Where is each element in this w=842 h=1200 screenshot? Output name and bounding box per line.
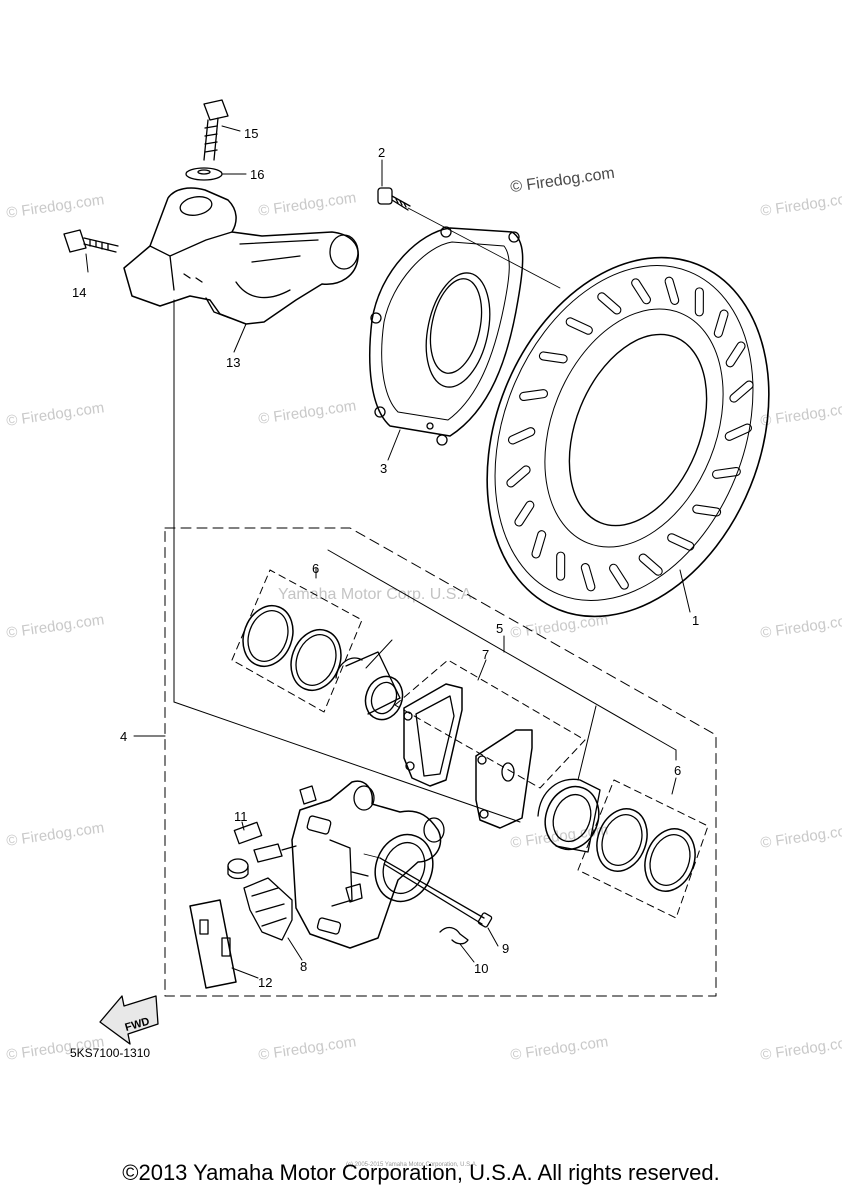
- caliper-bracket: [123, 187, 359, 325]
- disc-slot: [597, 292, 622, 315]
- callout-12: 12: [258, 975, 273, 990]
- callout-4: 4: [120, 729, 128, 744]
- disc-slot: [565, 317, 593, 335]
- seal-kit-outline-right: [577, 779, 709, 919]
- disc-slot: [664, 276, 680, 305]
- callout-5: 5: [496, 621, 504, 636]
- callout-14: 14: [72, 285, 87, 300]
- callout-13: 13: [226, 355, 241, 370]
- callout-7: 7: [482, 647, 490, 662]
- disc-slot: [694, 287, 704, 317]
- disc-slot: [538, 351, 568, 364]
- forward-arrow-icon: [99, 995, 159, 1045]
- callout-10: 10: [474, 961, 489, 976]
- callout-15: 15: [244, 126, 259, 141]
- disc-slot: [667, 533, 695, 551]
- caliper-body: [291, 780, 445, 949]
- copyright-notice: ©2013 Yamaha Motor Corporation, U.S.A. A…: [122, 1160, 720, 1185]
- disc-slot: [507, 427, 536, 445]
- callout-6-right: 6: [674, 763, 682, 778]
- pin-clip: [439, 926, 469, 945]
- disc-slot: [556, 551, 566, 581]
- callout-6-left: 6: [312, 561, 320, 576]
- disc-slot: [725, 341, 746, 368]
- part-code: 5KS7100-1310: [70, 1046, 151, 1060]
- disc-slot: [609, 563, 629, 590]
- pad-pin: [363, 853, 493, 928]
- caliper-assembly-outline: [164, 527, 717, 997]
- disc-slot: [631, 278, 651, 305]
- disc-slot: [580, 563, 596, 592]
- bleed-screw: [227, 821, 297, 880]
- callout-9: 9: [502, 941, 510, 956]
- fine-print: (c) 2005-2015 Yamaha Motor Corporation, …: [346, 1162, 478, 1168]
- disc-slot: [713, 309, 729, 338]
- disc-slot: [692, 504, 722, 517]
- pad-kit-outline: [394, 659, 586, 789]
- disc-bolt: [377, 187, 561, 289]
- disc-slot: [729, 380, 754, 403]
- leader-lines: [85, 125, 691, 979]
- piston-seal-right: [596, 808, 696, 892]
- piston-right: [537, 778, 601, 853]
- brake-pad-outer: [403, 683, 463, 787]
- brake-disc: [486, 256, 770, 618]
- disc-slot: [519, 389, 549, 401]
- disc-slot: [506, 465, 531, 488]
- bracket-bolt-14: [63, 229, 119, 253]
- callout-2: 2: [378, 145, 386, 160]
- disc-cover: [369, 226, 524, 446]
- disc-slot: [638, 553, 663, 576]
- bracket-bolt-15: [203, 99, 229, 161]
- disc-slot: [711, 467, 741, 479]
- pad-shim: [189, 899, 237, 989]
- callout-8: 8: [300, 959, 308, 974]
- pad-spring: [243, 877, 293, 941]
- callout-11: 11: [234, 809, 248, 824]
- callout-1: 1: [692, 613, 700, 628]
- disc-slot: [724, 423, 753, 441]
- callout-3: 3: [380, 461, 388, 476]
- washer: [185, 167, 223, 181]
- brake-pad-inner: [475, 729, 533, 829]
- disc-slot: [531, 530, 547, 559]
- piston-left: [335, 651, 404, 721]
- seal-kit-outline-left: [231, 569, 363, 713]
- callout-16: 16: [250, 167, 265, 182]
- disc-slot: [514, 500, 535, 527]
